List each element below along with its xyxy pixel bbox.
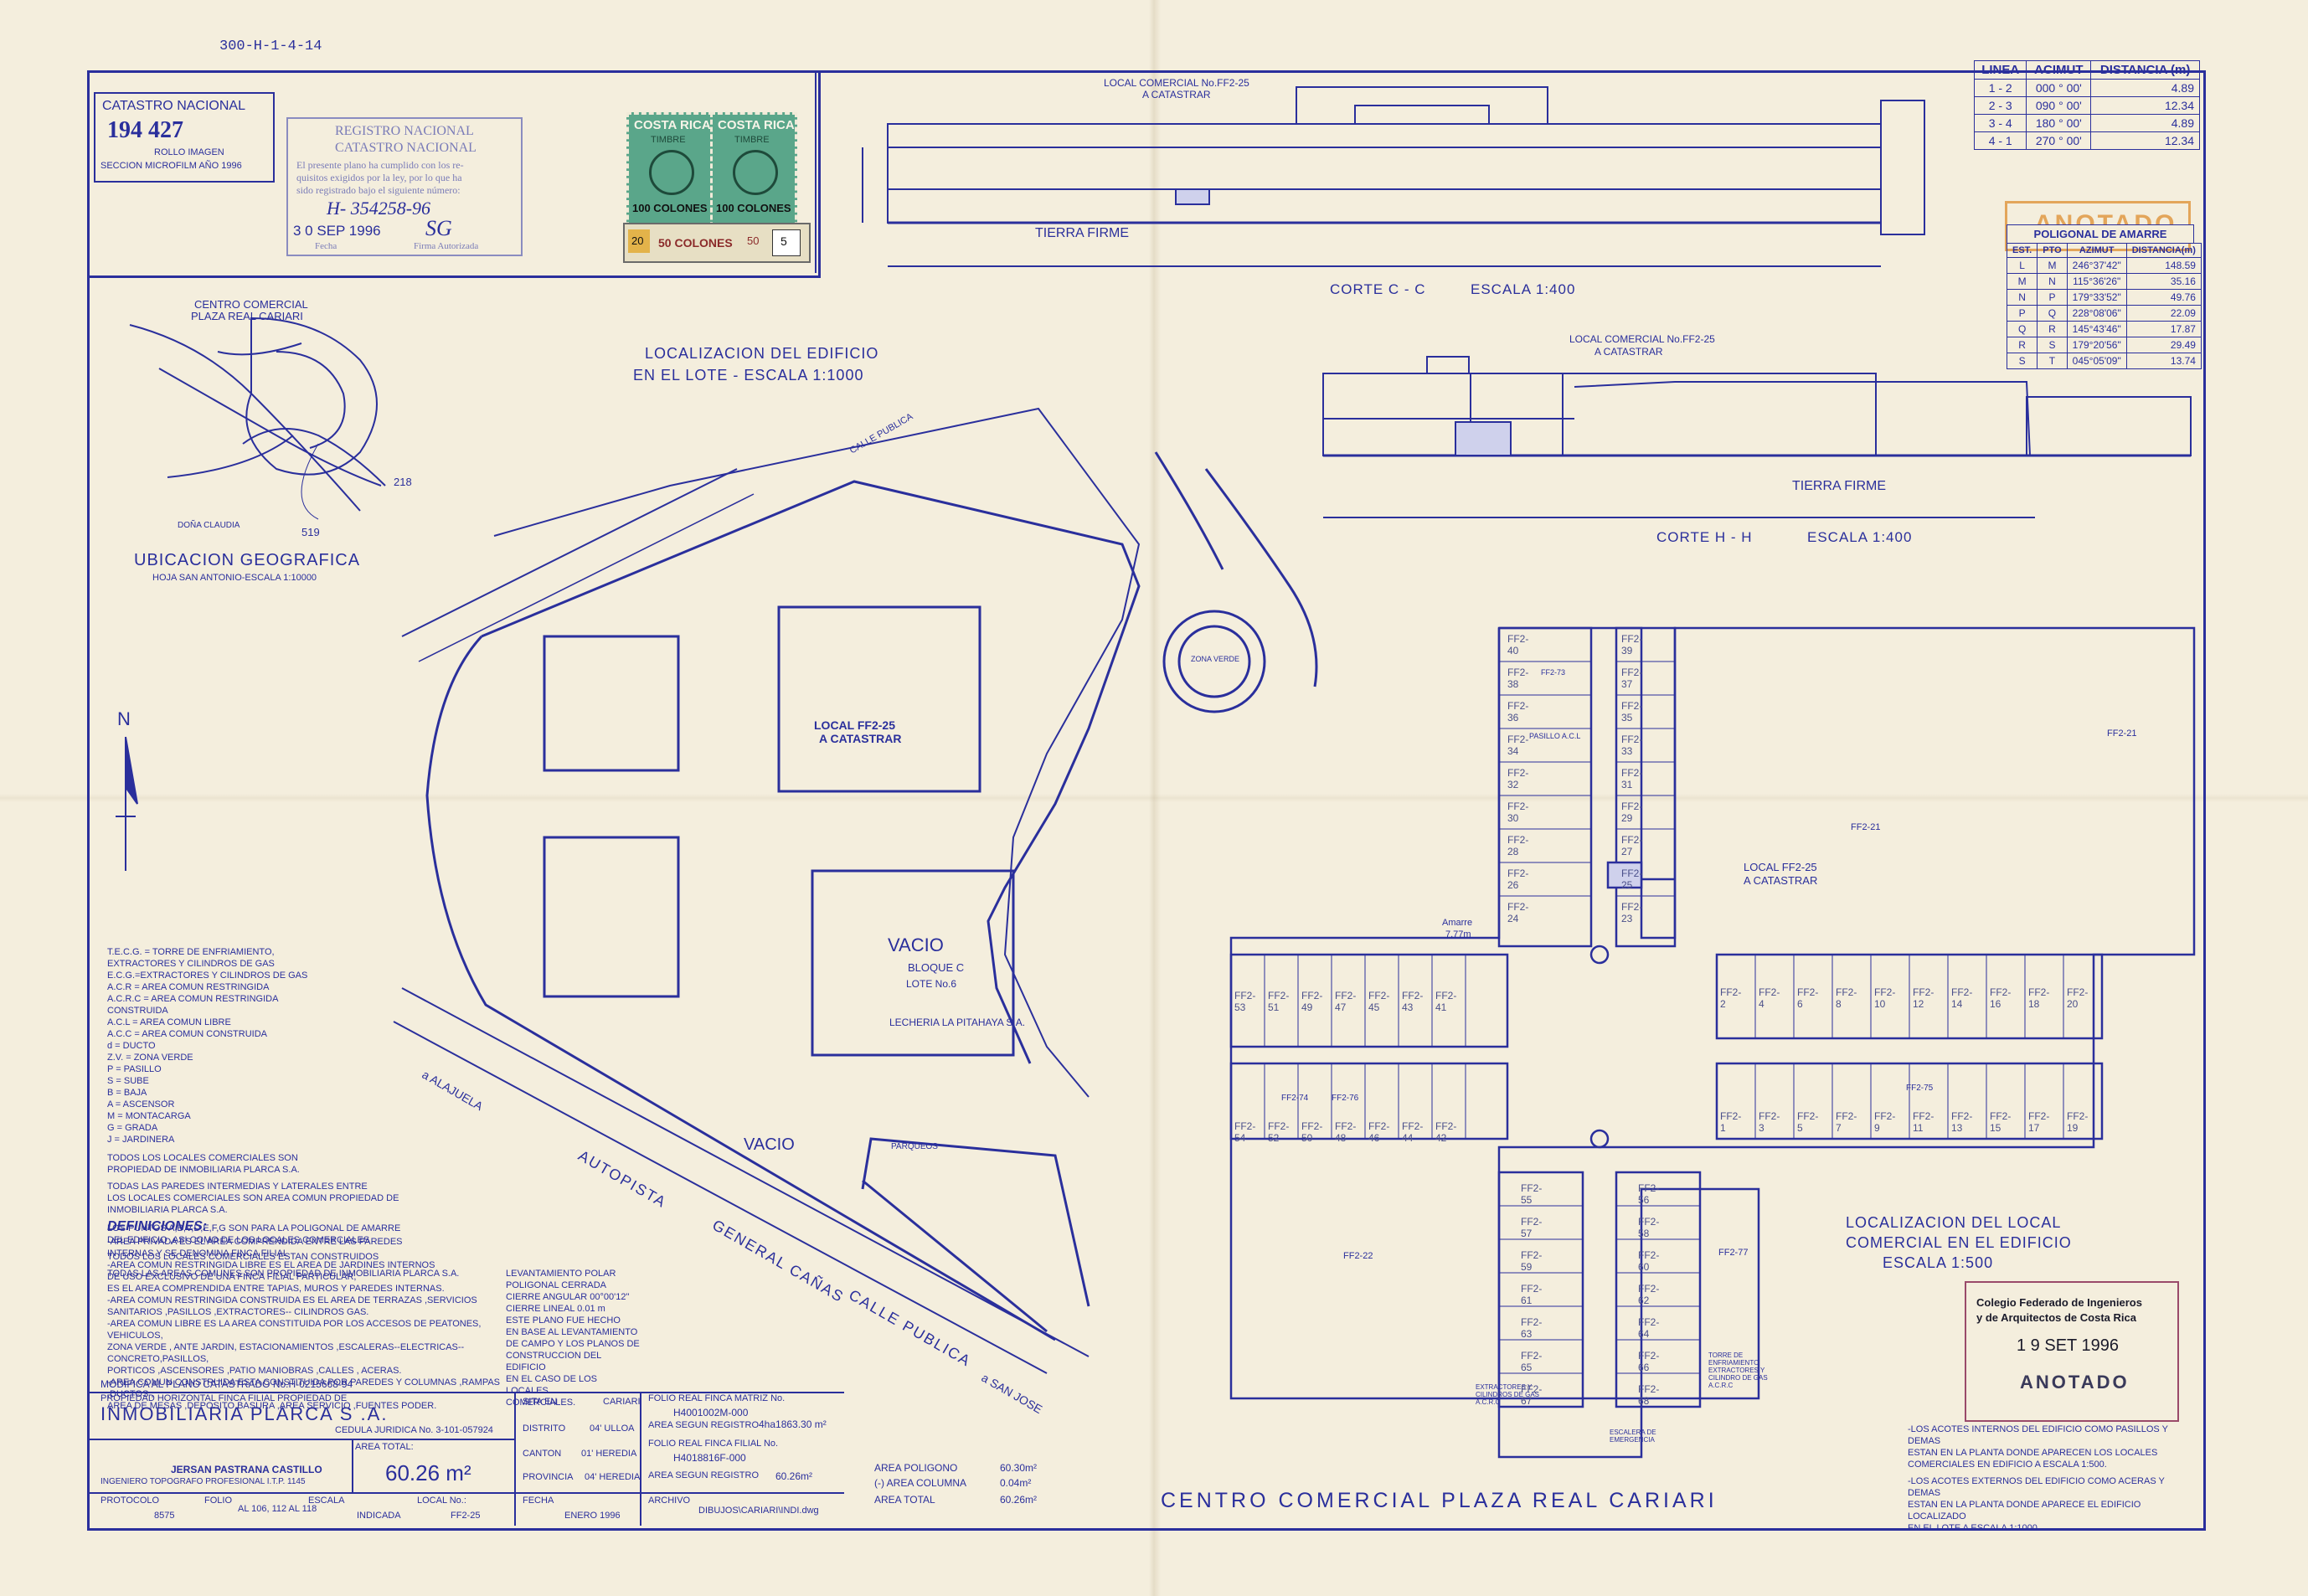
stamp-panel [87,70,821,278]
colegio-stamp: Colegio Federado de Ingenieros y de Arqu… [1965,1281,2179,1422]
location-map-n2: 519 [301,526,320,538]
lot-plan-bloque-c: BLOQUE C [908,961,965,974]
location-map-title2: PLAZA REAL CARIARI [191,310,303,322]
lot-plan-title2: EN EL LOTE - ESCALA 1:1000 [633,367,864,384]
floor-plan-title2: COMERCIAL EN EL EDIFICIO [1846,1234,2072,1251]
polygon-table-title: POLIGONAL DE AMARRE [2007,224,2194,244]
section-cc-title: CORTE C - C [1330,281,1426,297]
floor-plan-ff2-76: FF2-76 [1332,1094,1359,1103]
definitions-title: DEFINICIONES: [107,1219,208,1233]
floor-plan-big-right-2: FF2-21 [1851,822,1881,832]
catastro-line1: ROLLO IMAGEN [154,147,224,157]
registro-text1: El presente plano ha cumplido con los re… [296,159,464,171]
survey-note: LEVANTAMIENTO POLAR POLIGONAL CERRADA CI… [506,1269,640,1408]
lot-plan-vacio2: VACIO [744,1135,795,1154]
floor-plan-outline [1229,626,2196,1459]
lot-plan-parqueos: PARQUEOS [891,1142,938,1151]
sheet-code: 300-H-1-4-14 [219,39,322,54]
registro-label-fecha: Fecha [315,241,337,251]
legend-block: T.E.C.G. = TORRE DE ENFRIAMIENTO, EXTRAC… [107,947,460,1279]
registro-text2: quisitos exigidos por la ley, por lo que… [296,172,462,183]
registro-label-firma: Firma Autorizada [414,241,479,251]
section-hh-top-label2: A CATASTRAR [1594,346,1663,358]
main-title: CENTRO COMERCIAL PLAZA REAL CARIARI [1161,1489,1718,1512]
floor-plan-big-bottom: FF2-77 [1718,1248,1749,1258]
floor-plan-pasillo: PASILLO A.C.L [1529,732,1581,740]
lot-plan-vacio: VACIO [888,934,944,955]
catastro-line2: SECCION MICROFILM AÑO 1996 [100,161,242,171]
revenue-stamp-1: COSTA RICA TIMBRE 100 COLONES [626,112,714,234]
catastro-stamp: CATASTRO NACIONAL 194 427 ROLLO IMAGEN S… [94,92,275,183]
location-map-n1: 218 [394,476,412,488]
section-hh-ground: TIERRA FIRME [1792,479,1887,493]
seal-icon [649,150,694,195]
location-map-heading: UBICACION GEOGRAFICA [134,551,361,569]
floor-plan-extractores: EXTRACTORES Y CILINDROS DE GAS A.C.R.C [1476,1383,1540,1406]
floor-plan-torre: TORRE DE ENFRIAMIENTO EXTRACTORES Y CILI… [1708,1351,1768,1389]
section-hh [1322,356,2192,518]
drawing-frame [87,70,2206,1531]
floor-plan-local-label2: A CATASTRAR [1744,874,1818,887]
lot-plan-zona-verde: ZONA VERDE [1191,655,1240,663]
section-cc-top-label2: A CATASTRAR [1142,89,1211,100]
north-label: N [117,708,131,729]
floor-plan-ff2-73: FF2-73 [1541,668,1566,677]
registro-stamp: REGISTRO NACIONAL CATASTRO NACIONAL El p… [286,117,523,256]
floor-plan-units [1264,661,2064,1374]
section-cc-scale: ESCALA 1:400 [1471,281,1576,297]
lot-plan-lecheria: LECHERIA LA PITAHAYA S.A. [889,1017,1026,1028]
floor-plan-title1: LOCALIZACION DEL LOCAL [1846,1214,2062,1231]
floor-plan-local-label1: LOCAL FF2-25 [1744,861,1817,873]
definitions-block: DEFINICIONES: -AREA PRIVADA ES EL AREA C… [107,1219,526,1412]
registro-text3: sido registrado bajo el siguiente número… [296,184,461,196]
floor-plan-escalera: ESCALERA DE EMERGENCIA [1610,1429,1656,1444]
lot-plan-lote6: LOTE No.6 [906,978,957,990]
revenue-stamp-strip: 20 50 COLONES 50 5 [623,223,811,263]
registro-date: 3 0 SEP 1996 [293,223,381,239]
area-total-value: 60.26 m² [385,1460,471,1485]
catastro-number: 194 427 [107,117,183,143]
section-hh-top-label1: LOCAL COMERCIAL No.FF2-25 [1569,333,1715,345]
registro-initials: SG [425,216,452,240]
location-map-title1: CENTRO COMERCIAL [194,298,308,311]
location-map-road: DOÑA CLAUDIA [178,521,240,530]
registro-title1: REGISTRO NACIONAL [335,124,474,138]
floor-plan-ff2-75: FF2-75 [1906,1084,1934,1093]
location-map [129,317,386,520]
north-arrow-icon [116,736,138,871]
bottom-notes: -LOS ACOTES INTERNOS DEL EDIFICIO COMO P… [1908,1424,2168,1533]
lot-plan-title1: LOCALIZACION DEL EDIFICIO [645,345,879,362]
registro-plan-number: H- 354258-96 [327,198,431,219]
owner-name: INMOBILIARIA PLARCA S .A. [100,1403,389,1424]
section-cc-top-label1: LOCAL COMERCIAL No.FF2-25 [1104,77,1249,89]
section-cc [862,86,1925,267]
seal-icon [733,150,778,195]
floor-plan-big-left: FF2-22 [1343,1251,1373,1261]
section-hh-scale: ESCALA 1:400 [1807,529,1913,545]
revenue-stamp-2: COSTA RICA TIMBRE 100 COLONES [710,112,797,234]
engineer-name: JERSAN PASTRANA CASTILLO [171,1464,322,1475]
floor-plan-title3: ESCALA 1:500 [1883,1254,1994,1271]
section-cc-ground: TIERRA FIRME [1035,226,1130,240]
section-hh-title: CORTE H - H [1656,529,1753,545]
floor-plan-amarre-val: 7.77m [1445,929,1471,940]
location-map-sub: HOJA SAN ANTONIO-ESCALA 1:10000 [152,573,317,583]
floor-plan-amarre: Amarre [1442,918,1473,928]
lot-plan-outline [393,407,1318,1374]
catastro-title: CATASTRO NACIONAL [102,99,245,113]
floor-plan-ff2-74: FF2-74 [1281,1094,1309,1103]
floor-plan-big-right: FF2-21 [2107,728,2137,739]
registro-title2: CATASTRO NACIONAL [335,141,477,155]
lot-plan-local-label1: LOCAL FF2-25 [814,718,895,732]
title-block: MODIFICA AL PLANO CATASTRADO No.H-021566… [87,1378,844,1526]
lot-plan-local-label2: A CATASTRAR [819,732,902,745]
